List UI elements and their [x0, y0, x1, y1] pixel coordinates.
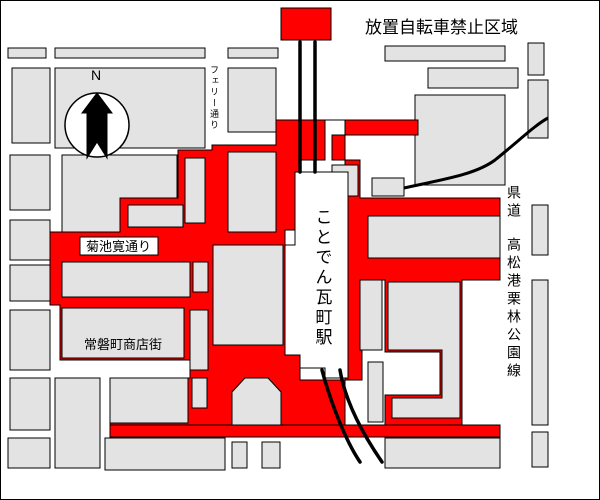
block [367, 361, 384, 423]
block [7, 47, 47, 59]
block [531, 204, 549, 256]
zone-top-box [280, 7, 332, 41]
block [227, 67, 277, 133]
north-label: N [91, 67, 101, 83]
station-name-label: ことでん瓦町駅 [313, 208, 333, 348]
block [9, 309, 51, 371]
station-building [284, 171, 349, 379]
north-arrow: N [64, 67, 130, 160]
zone-bottom-strip [109, 424, 501, 438]
block [189, 309, 209, 371]
block [387, 281, 461, 419]
block [371, 177, 405, 197]
kikuchi-street-label: 菊池寛通り [86, 239, 151, 254]
block [212, 244, 284, 346]
block [527, 42, 545, 76]
block [61, 307, 185, 359]
side-rail-line [403, 116, 549, 190]
block [9, 154, 51, 211]
pref-road-label: 県道 [506, 185, 522, 221]
block [9, 264, 51, 302]
block [261, 441, 281, 469]
takamatsu-line-label: 高松港栗林公園線 [506, 236, 522, 381]
block [192, 261, 209, 293]
block [11, 67, 51, 144]
block-pentagon [231, 377, 282, 426]
block [184, 157, 206, 224]
block [367, 215, 501, 259]
track-east [338, 368, 384, 464]
map-title: 放置自転車禁止区域 [365, 18, 518, 37]
block [109, 377, 189, 424]
tokiwa-shopping-label: 常磐町商店街 [84, 337, 162, 352]
block [104, 437, 226, 471]
block [227, 151, 277, 233]
track-west [320, 368, 362, 464]
block [227, 47, 279, 59]
block [127, 204, 184, 228]
block [414, 94, 506, 186]
block [9, 377, 51, 431]
restricted-zone [49, 7, 501, 438]
block [531, 431, 549, 468]
compass-north-arrow-icon [81, 92, 113, 160]
kikuchi-street-label-box [79, 236, 159, 256]
block [384, 437, 501, 469]
block [7, 437, 51, 469]
block [359, 279, 383, 351]
block [531, 279, 549, 426]
block [54, 377, 101, 469]
block [384, 45, 506, 62]
block [231, 441, 248, 469]
ferry-street-label: フェリー通り [209, 65, 219, 131]
block [191, 377, 208, 409]
block [9, 219, 51, 261]
railway-tracks [298, 40, 549, 464]
block [427, 67, 519, 89]
block [527, 79, 549, 139]
block [61, 261, 191, 298]
block [54, 47, 206, 59]
